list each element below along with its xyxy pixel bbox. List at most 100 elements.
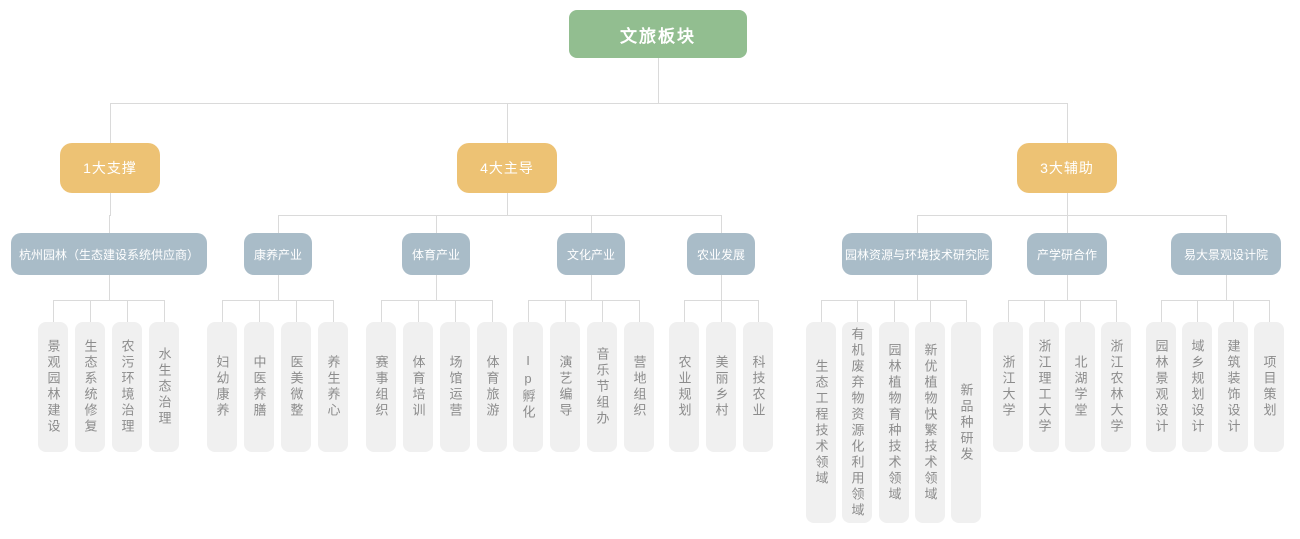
org-leaf-node: 有机废弃物资源化利用领域 (842, 322, 872, 523)
connector-line (278, 215, 722, 216)
org-leaf-node: 养生养心 (318, 322, 348, 452)
connector-line (109, 275, 110, 300)
connector-line (222, 300, 223, 322)
connector-line (721, 300, 722, 322)
org-leaf-node: Ip孵化 (513, 322, 543, 452)
connector-line (1226, 215, 1227, 233)
connector-line (278, 275, 279, 300)
connector-line (684, 300, 685, 322)
connector-line (381, 300, 382, 322)
connector-line (591, 215, 592, 233)
connector-line (565, 300, 566, 322)
connector-line (296, 300, 297, 322)
connector-line (1067, 275, 1068, 300)
connector-line (930, 300, 931, 322)
org-sub-node: 杭州园林（生态建设系统供应商） (11, 233, 207, 275)
connector-line (53, 300, 165, 301)
connector-line (90, 300, 91, 322)
org-branch-node: 1大支撑 (60, 143, 160, 193)
connector-line (110, 193, 111, 215)
connector-line (1161, 300, 1270, 301)
connector-line (1067, 193, 1068, 215)
org-leaf-node: 营地组织 (624, 322, 654, 452)
connector-line (1067, 103, 1068, 143)
connector-line (639, 300, 640, 322)
org-leaf-node: 浙江理工大学 (1029, 322, 1059, 452)
connector-line (1269, 300, 1270, 322)
connector-line (1161, 300, 1162, 322)
org-leaf-node: 演艺编导 (550, 322, 580, 452)
connector-line (259, 300, 260, 322)
connector-line (758, 300, 759, 322)
org-leaf-node: 景观园林建设 (38, 322, 68, 452)
org-sub-node: 体育产业 (402, 233, 470, 275)
org-leaf-node: 新品种研发 (951, 322, 981, 523)
connector-line (1008, 300, 1009, 322)
connector-line (418, 300, 419, 322)
org-sub-node: 农业发展 (687, 233, 755, 275)
connector-line (917, 215, 918, 233)
org-sub-node: 康养产业 (244, 233, 312, 275)
connector-line (528, 300, 640, 301)
connector-line (53, 300, 54, 322)
org-leaf-node: 园林植物育种技术领域 (879, 322, 909, 523)
connector-line (966, 300, 967, 322)
connector-line (1233, 300, 1234, 322)
org-sub-node: 文化产业 (557, 233, 625, 275)
org-leaf-node: 建筑装饰设计 (1218, 322, 1248, 452)
org-leaf-node: 域乡规划设计 (1182, 322, 1212, 452)
connector-line (917, 215, 1227, 216)
connector-line (821, 300, 822, 322)
connector-line (127, 300, 128, 322)
connector-line (721, 215, 722, 233)
org-leaf-node: 浙江农林大学 (1101, 322, 1131, 452)
connector-line (109, 215, 110, 233)
org-branch-node: 3大辅助 (1017, 143, 1117, 193)
org-leaf-node: 体育培训 (403, 322, 433, 452)
org-leaf-node: 音乐节组办 (587, 322, 617, 452)
org-leaf-node: 场馆运营 (440, 322, 470, 452)
connector-line (658, 58, 659, 103)
connector-line (109, 215, 111, 216)
org-leaf-node: 水生态治理 (149, 322, 179, 452)
org-leaf-node: 中医养膳 (244, 322, 274, 452)
connector-line (222, 300, 334, 301)
connector-line (528, 300, 529, 322)
connector-line (455, 300, 456, 322)
org-leaf-node: 赛事组织 (366, 322, 396, 452)
org-leaf-node: 生态工程技术领域 (806, 322, 836, 523)
connector-line (110, 103, 1068, 104)
connector-line (436, 275, 437, 300)
org-sub-node: 园林资源与环境技术研究院 (842, 233, 992, 275)
connector-line (1116, 300, 1117, 322)
org-branch-node: 4大主导 (457, 143, 557, 193)
connector-line (333, 300, 334, 322)
connector-line (894, 300, 895, 322)
org-leaf-node: 农污环境治理 (112, 322, 142, 452)
connector-line (1008, 300, 1117, 301)
org-leaf-node: 园林景观设计 (1146, 322, 1176, 452)
org-leaf-node: 浙江大学 (993, 322, 1023, 452)
connector-line (1067, 215, 1068, 233)
connector-line (917, 275, 918, 300)
connector-line (591, 275, 592, 300)
org-leaf-node: 妇幼康养 (207, 322, 237, 452)
connector-line (164, 300, 165, 322)
org-leaf-node: 生态系统修复 (75, 322, 105, 452)
connector-line (1080, 300, 1081, 322)
connector-line (507, 193, 508, 215)
org-leaf-node: 美丽乡村 (706, 322, 736, 452)
connector-line (602, 300, 603, 322)
org-leaf-node: 北湖学堂 (1065, 322, 1095, 452)
connector-line (857, 300, 858, 322)
org-leaf-node: 体育旅游 (477, 322, 507, 452)
connector-line (492, 300, 493, 322)
connector-line (1197, 300, 1198, 322)
org-leaf-node: 科技农业 (743, 322, 773, 452)
org-leaf-node: 农业规划 (669, 322, 699, 452)
connector-line (1226, 275, 1227, 300)
org-sub-node: 产学研合作 (1027, 233, 1107, 275)
connector-line (721, 275, 722, 300)
connector-line (1044, 300, 1045, 322)
